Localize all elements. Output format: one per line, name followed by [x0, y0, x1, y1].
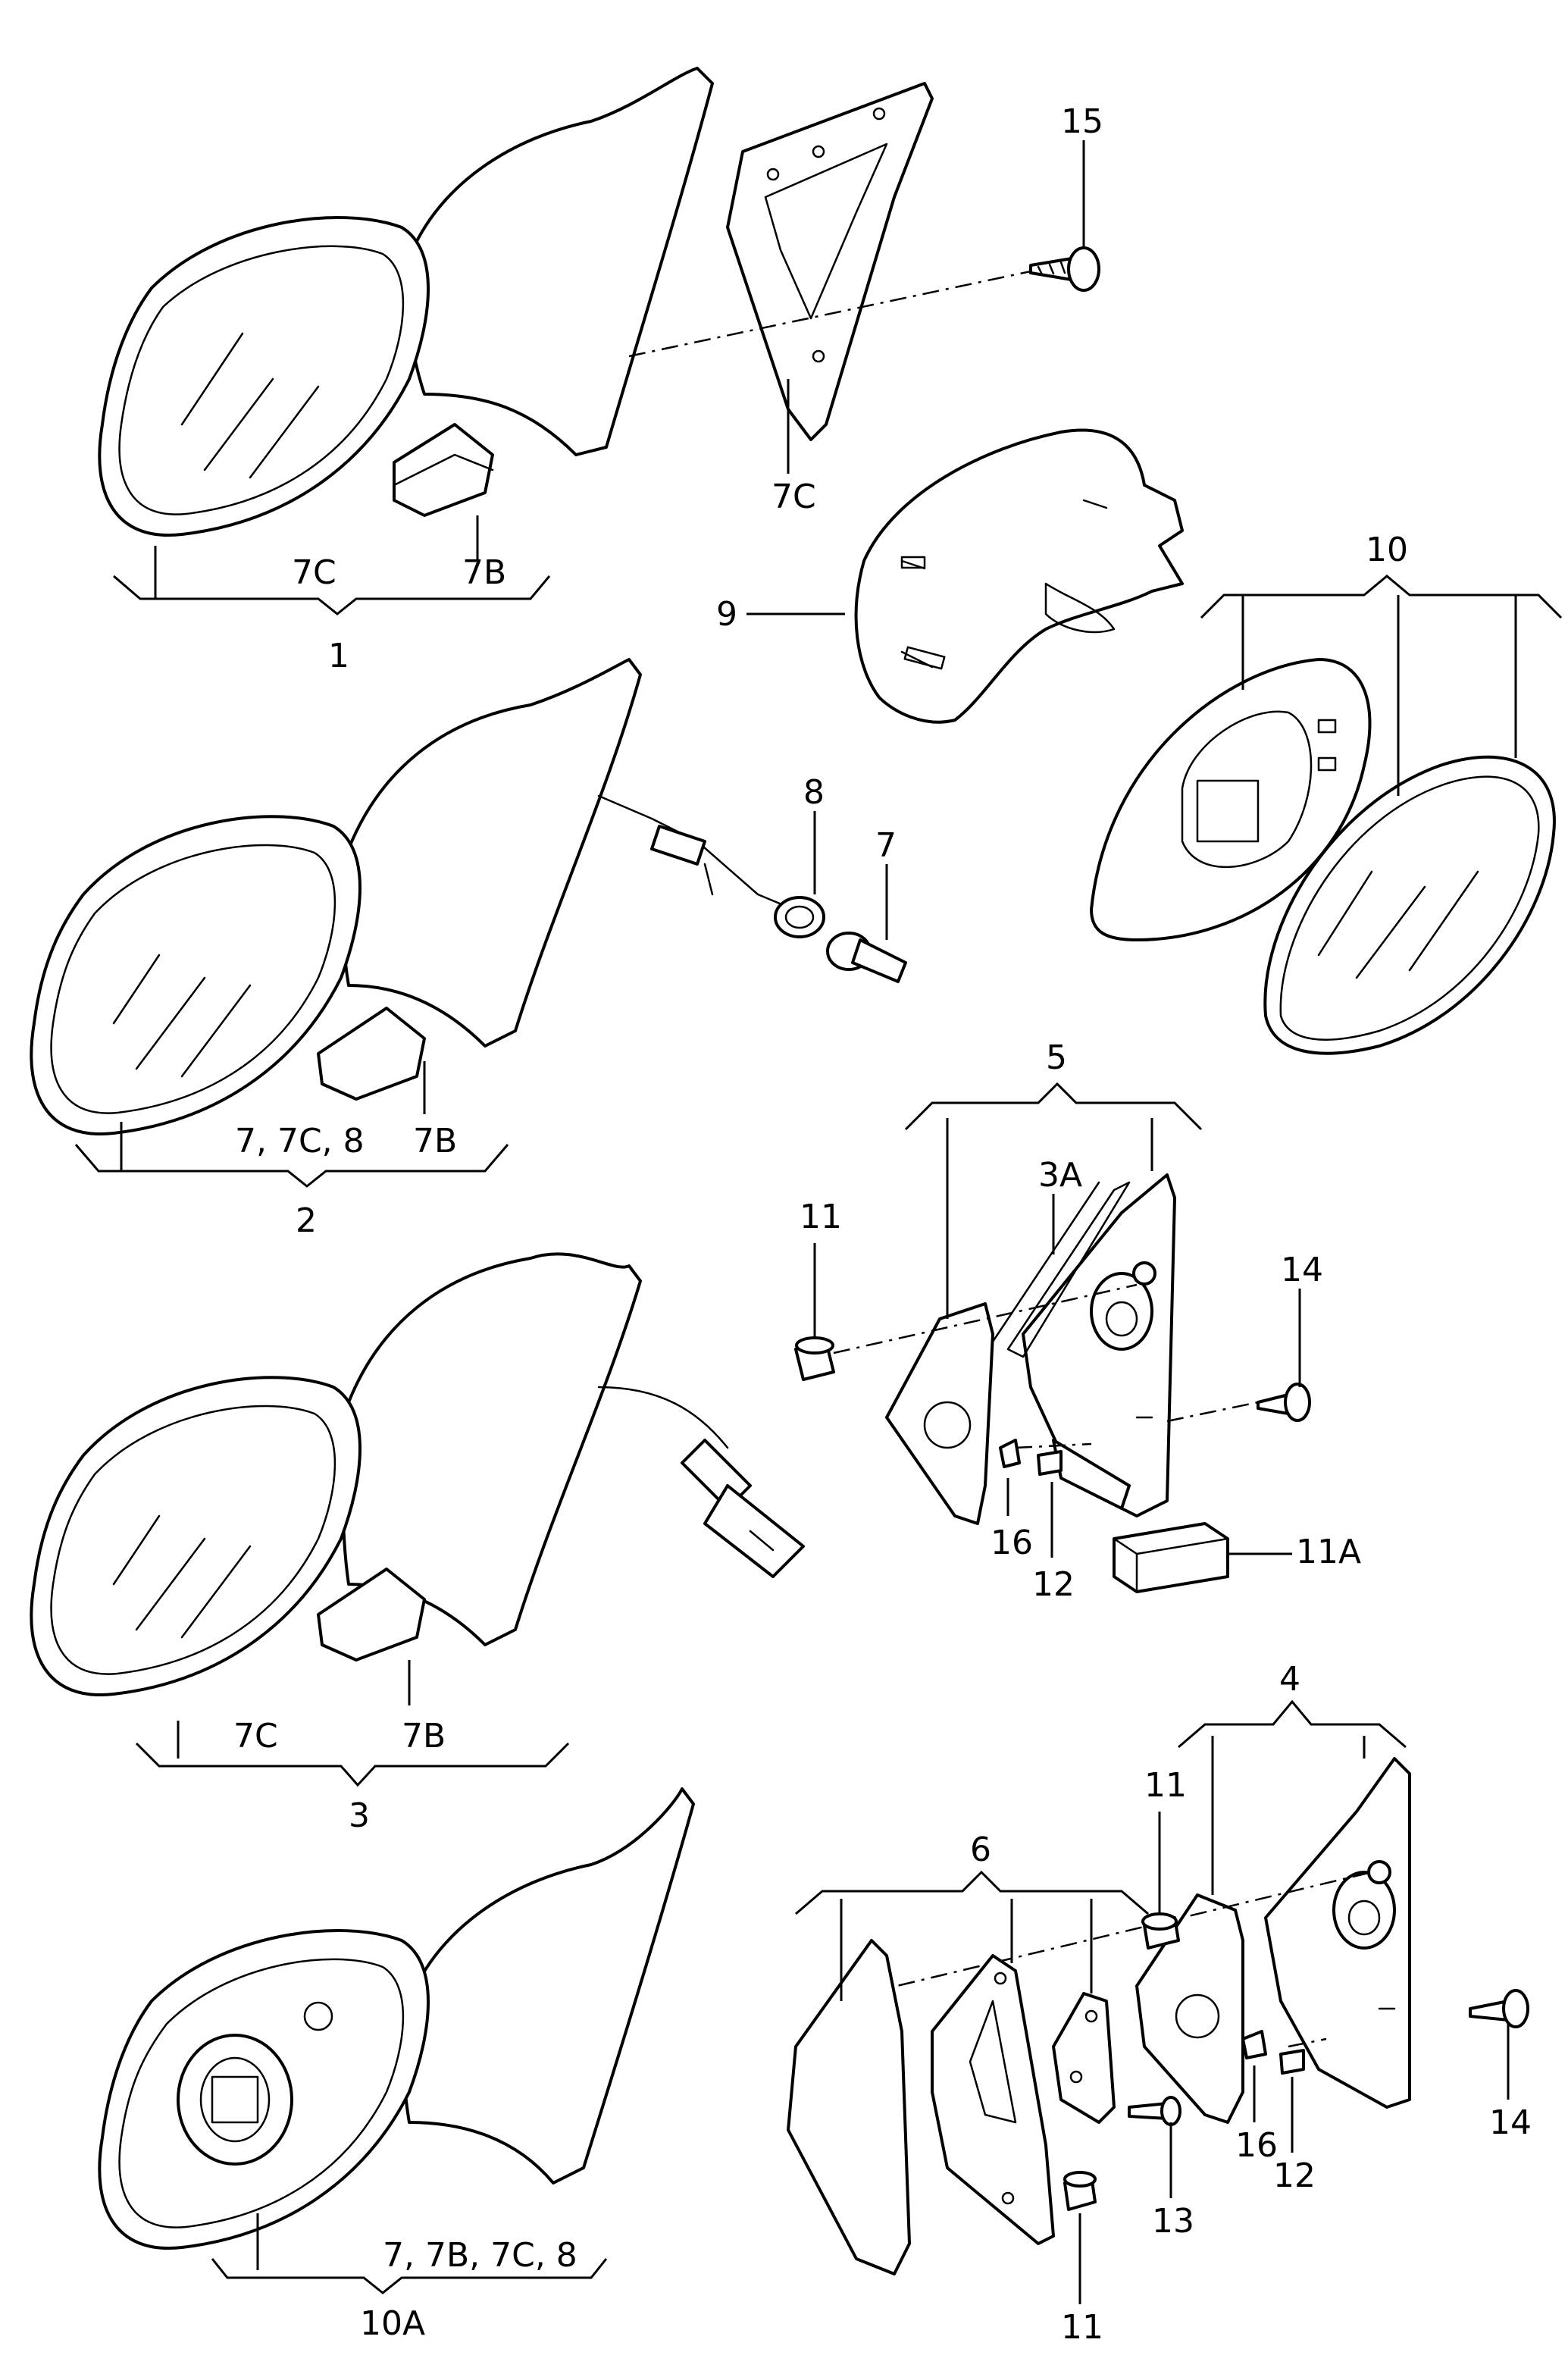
- label-7-7c-8: 7, 7C, 8: [235, 1122, 365, 1160]
- trim-panel-b: [931, 1954, 1055, 2245]
- plug-7: [826, 932, 907, 983]
- mirror-assembly-10a: [98, 1787, 695, 2250]
- label-12-bottom: 12: [1273, 2156, 1316, 2195]
- label-1: 1: [328, 637, 349, 675]
- clip-11-mid: [1141, 1912, 1180, 1950]
- trim-set-6: [787, 1939, 1116, 2275]
- label-9: 9: [716, 595, 737, 634]
- trim-panel-a: [787, 1939, 911, 2275]
- label-10: 10: [1366, 531, 1408, 569]
- label-12-top: 12: [1032, 1565, 1075, 1604]
- label-3: 3: [349, 1796, 370, 1835]
- gasket-plate-7c: [726, 82, 934, 441]
- backplate-4: [1135, 1893, 1244, 2124]
- mirror-assembly-3: [30, 1252, 805, 1697]
- mirror-1-cap-7b: [393, 423, 494, 517]
- grommet-8: [774, 896, 825, 938]
- alignment-line-5: [833, 1283, 1138, 1355]
- label-3a: 3A: [1038, 1156, 1082, 1195]
- brace-10: [1200, 575, 1563, 619]
- clip-16-top: [999, 1439, 1021, 1468]
- adjuster-housing-4: [1264, 1757, 1411, 2109]
- alignment-line-1: [628, 270, 1031, 358]
- alignment-line-4b: [1288, 2037, 1327, 2048]
- adjuster-housing: [1022, 1173, 1176, 1517]
- label-7b-3: 7B: [402, 1717, 446, 1755]
- alignment-line-5b: [1166, 1401, 1259, 1423]
- label-13: 13: [1152, 2202, 1194, 2241]
- screw-14-bottom: [1469, 1989, 1529, 2028]
- label-11-top: 11: [800, 1198, 842, 1236]
- label-16-bottom: 16: [1235, 2126, 1278, 2165]
- brace-4: [1178, 1699, 1407, 1749]
- motor-block-11a: [1113, 1522, 1229, 1593]
- clip-12-top: [1037, 1450, 1063, 1476]
- label-11-bottom: 11: [1061, 2308, 1103, 2347]
- mirror-glass-10: [1090, 658, 1556, 1055]
- alignment-line-4: [833, 1871, 1372, 2003]
- label-7-7b-7c-8: 7, 7B, 7C, 8: [383, 2236, 577, 2275]
- clip-11-top: [794, 1336, 835, 1381]
- label-7b-1: 7B: [462, 553, 506, 592]
- brace-5: [904, 1082, 1203, 1131]
- label-14-top: 14: [1281, 1251, 1323, 1289]
- mirror-1-glass: [118, 245, 405, 515]
- label-7: 7: [875, 826, 897, 865]
- screw-15: [1029, 246, 1100, 292]
- brace-2: [74, 1144, 509, 1188]
- mirror-cover-9: [854, 428, 1184, 724]
- glass-backing-plate: [1090, 658, 1372, 941]
- mirror-glass-mount-5: [885, 1173, 1176, 1525]
- screw-13: [1128, 2096, 1181, 2126]
- label-7c-1: 7C: [292, 553, 336, 592]
- label-7b-2: 7B: [413, 1122, 457, 1160]
- label-16-top: 16: [991, 1524, 1033, 1562]
- label-10a: 10A: [360, 2304, 425, 2343]
- brace-10a: [211, 2258, 608, 2294]
- clip-11-bottom: [1063, 2171, 1097, 2211]
- brace-3: [135, 1742, 570, 1787]
- label-11-mid: 11: [1144, 1766, 1187, 1805]
- label-5: 5: [1046, 1038, 1067, 1077]
- label-4: 4: [1279, 1660, 1300, 1699]
- label-2: 2: [296, 1201, 317, 1240]
- label-7c-3: 7C: [233, 1717, 278, 1755]
- mirror-1-housing: [98, 216, 430, 537]
- mirror-assembly-1: [98, 67, 714, 537]
- mirror-assembly-2: [30, 658, 805, 1136]
- label-7c-plate: 7C: [771, 478, 816, 516]
- label-11a: 11A: [1296, 1533, 1361, 1571]
- trim-panel-c: [1052, 1992, 1116, 2124]
- brace-6: [795, 1870, 1149, 1915]
- alignment-line-5c: [1015, 1442, 1092, 1449]
- label-8: 8: [803, 773, 825, 812]
- brace-1: [113, 575, 551, 615]
- glass-pane: [1263, 755, 1556, 1055]
- clip-12-bottom: [1279, 2049, 1305, 2075]
- label-6: 6: [970, 1831, 991, 1869]
- mirror-1-arm: [406, 67, 714, 456]
- screw-14-top: [1257, 1383, 1311, 1422]
- label-15: 15: [1061, 102, 1103, 141]
- label-14-bottom: 14: [1489, 2103, 1532, 2142]
- mirror-glass-mount-4: [1135, 1757, 1411, 2124]
- clip-16-bottom: [1241, 2030, 1267, 2059]
